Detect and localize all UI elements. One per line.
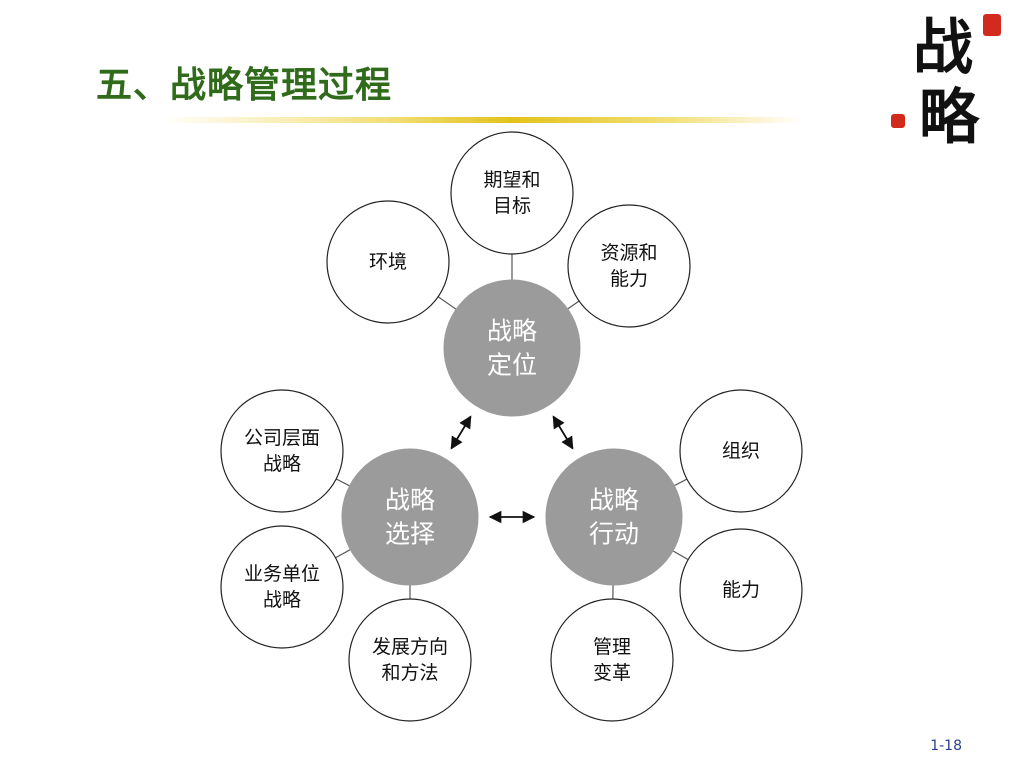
logo-char-lue: 略 <box>919 83 979 153</box>
sat-circle <box>220 525 344 649</box>
sat-circle <box>220 389 344 513</box>
double-arrow-positioning-choice <box>450 415 472 450</box>
sat-circle <box>567 204 691 328</box>
node-label: 变革 <box>593 662 631 684</box>
hub-circle <box>443 279 581 417</box>
node-label: 能力 <box>610 268 648 290</box>
node-label: 选择 <box>385 520 435 549</box>
page-title: 五、战略管理过程 <box>96 65 393 106</box>
node-label: 和方法 <box>381 662 438 684</box>
node-label: 战略 <box>263 453 301 475</box>
sat-circle <box>679 528 803 652</box>
node-label: 资源和 <box>600 242 657 264</box>
sat-circle <box>326 200 450 324</box>
node-label: 战略 <box>487 317 537 346</box>
node-label: 期望和 <box>483 169 540 191</box>
node-label: 能力 <box>722 579 760 601</box>
sat-circle <box>550 598 674 722</box>
hub-circle <box>341 448 479 586</box>
satellite-node-environment: 环境 <box>326 200 450 324</box>
satellite-node-enabling: 能力 <box>679 528 803 652</box>
hub-circle <box>545 448 683 586</box>
title-divider <box>160 117 800 123</box>
satellite-node-organization: 组织 <box>679 389 803 513</box>
node-label: 目标 <box>493 195 531 217</box>
strategy-calligraphy-logo: 战 略 <box>891 10 1005 160</box>
logo-char-zhan: 战 <box>913 13 973 83</box>
node-label: 战略 <box>263 589 301 611</box>
node-label: 发展方向 <box>372 636 448 658</box>
sat-circle <box>348 598 472 722</box>
sat-circle <box>679 389 803 513</box>
node-label: 行动 <box>589 520 639 549</box>
node-label: 组织 <box>722 440 760 462</box>
node-label: 管理 <box>593 636 631 658</box>
node-label: 定位 <box>487 351 537 380</box>
node-label: 公司层面 <box>244 427 320 449</box>
node-label: 业务单位 <box>244 563 320 585</box>
node-label: 战略 <box>385 486 435 515</box>
seal-stamp-icon <box>983 14 1001 36</box>
seal-stamp-small-icon <box>891 114 905 128</box>
node-label: 战略 <box>589 486 639 515</box>
node-label: 环境 <box>369 251 407 273</box>
sat-circle <box>450 131 574 255</box>
slide-number: 1-18 <box>930 738 962 754</box>
double-arrow-positioning-action <box>552 415 574 450</box>
